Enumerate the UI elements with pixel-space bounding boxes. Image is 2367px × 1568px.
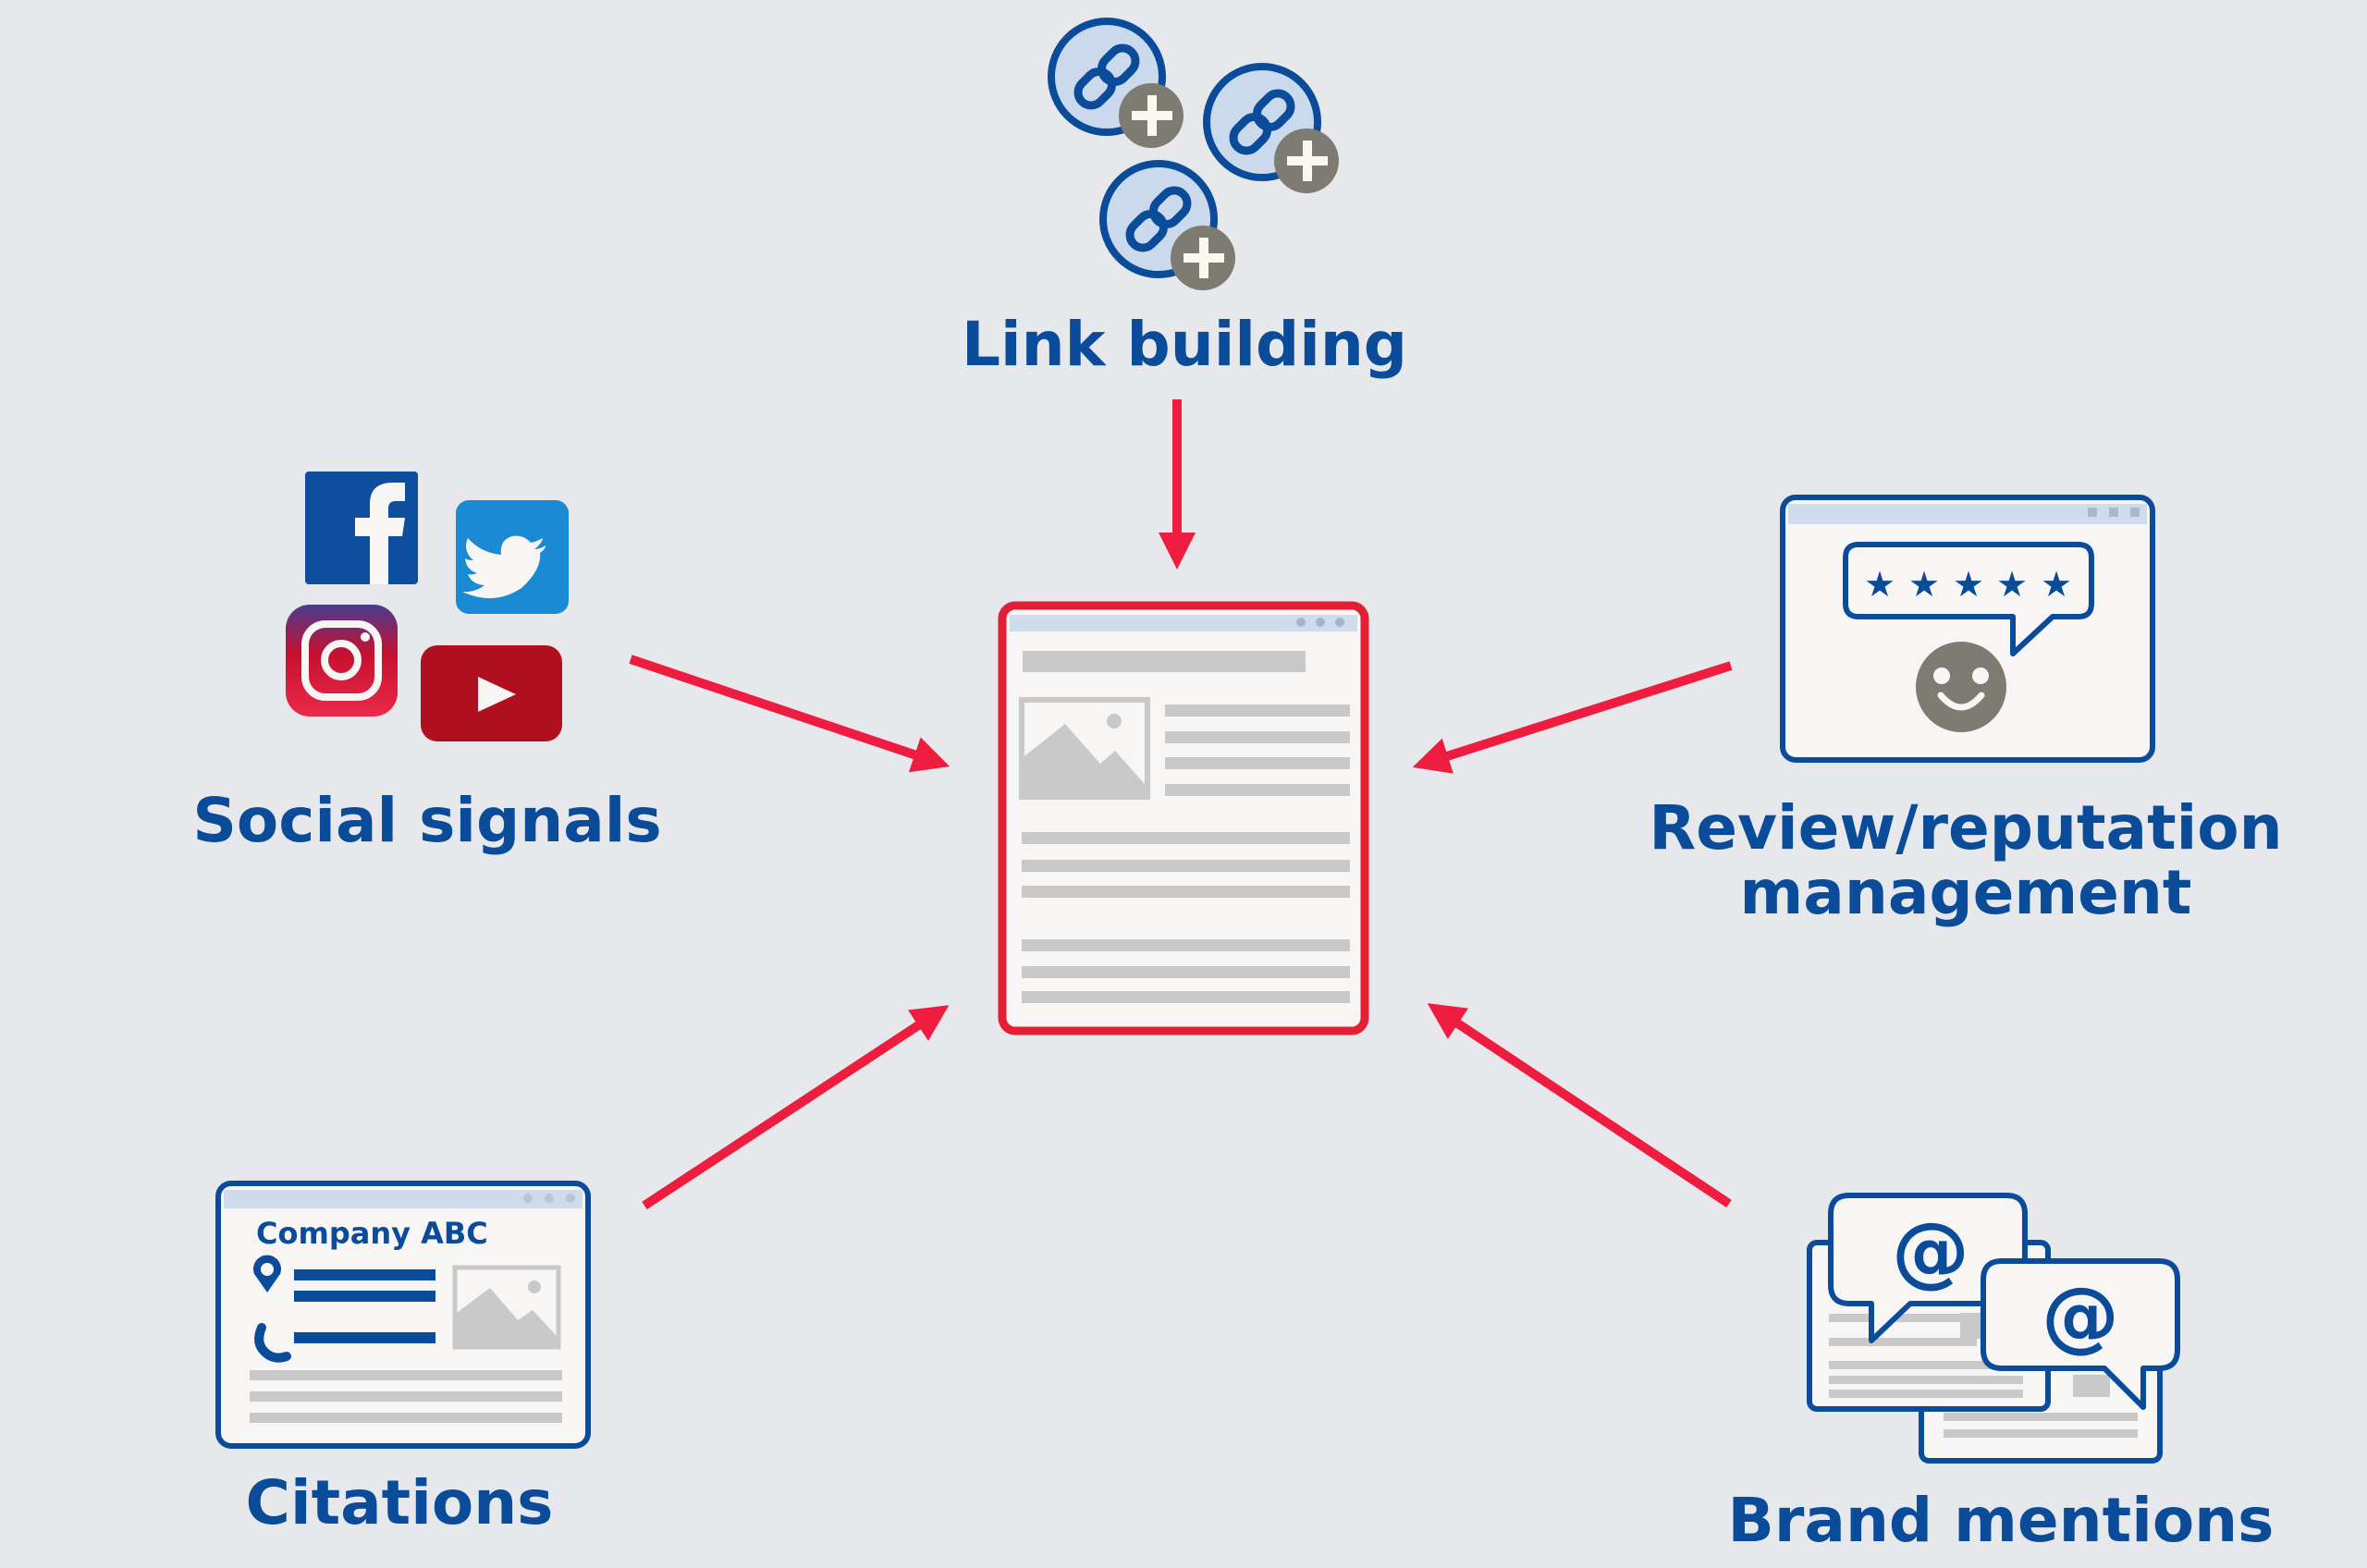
svg-text:★: ★ xyxy=(1953,564,1984,605)
arrow-brand-mentions xyxy=(1427,1003,1732,1208)
label-social-signals: Social signals xyxy=(192,785,661,856)
center-image-placeholder-icon xyxy=(1019,697,1150,800)
arrow-citations xyxy=(642,1005,950,1210)
link-add-icon xyxy=(1051,21,1184,148)
at-sign-icon: @ xyxy=(1892,1206,1969,1296)
label-review-reputation-line2: management xyxy=(1740,857,2192,928)
arrow-review-reputation xyxy=(1412,661,1733,774)
svg-text:★: ★ xyxy=(1996,564,2028,605)
citation-company-name: Company ABC xyxy=(256,1216,488,1251)
arrow-social-signals xyxy=(629,655,950,773)
instagram-icon xyxy=(286,605,398,717)
smiley-face-icon xyxy=(1916,642,2006,732)
node-link-building: Link building xyxy=(962,21,1407,380)
mention-bubble-2: @ xyxy=(1981,1258,2180,1410)
label-link-building: Link building xyxy=(962,309,1407,380)
five-star-rating-icon: ★ ★ ★ ★ ★ xyxy=(1864,564,2072,605)
mention-bubble-1: @ xyxy=(1828,1193,2028,1343)
at-sign-icon: @ xyxy=(2042,1270,2119,1361)
node-citations: Company ABC Citations xyxy=(215,1181,591,1538)
citation-image-placeholder-icon xyxy=(452,1265,561,1350)
node-review-reputation: ★ ★ ★ ★ ★ Review/reputation management xyxy=(1649,495,2283,928)
label-brand-mentions: Brand mentions xyxy=(1728,1485,2275,1556)
link-add-icon xyxy=(1103,164,1235,290)
center-page xyxy=(998,601,1369,1035)
arrows xyxy=(629,399,1733,1210)
svg-text:★: ★ xyxy=(2041,564,2072,605)
facebook-icon xyxy=(305,472,418,584)
link-add-icon xyxy=(1207,67,1339,193)
phone-icon xyxy=(254,1323,291,1363)
label-review-reputation-line1: Review/reputation xyxy=(1649,792,2282,864)
svg-text:★: ★ xyxy=(1864,564,1895,605)
label-citations: Citations xyxy=(246,1467,554,1538)
youtube-icon xyxy=(421,645,562,741)
node-social-signals: Social signals xyxy=(192,472,662,856)
location-pin-icon xyxy=(253,1255,281,1292)
rating-speech-bubble: ★ ★ ★ ★ ★ xyxy=(1843,542,2094,656)
svg-text:★: ★ xyxy=(1908,564,1940,605)
twitter-icon xyxy=(456,500,569,614)
node-brand-mentions: @ @ Brand mentions xyxy=(1728,1193,2275,1556)
